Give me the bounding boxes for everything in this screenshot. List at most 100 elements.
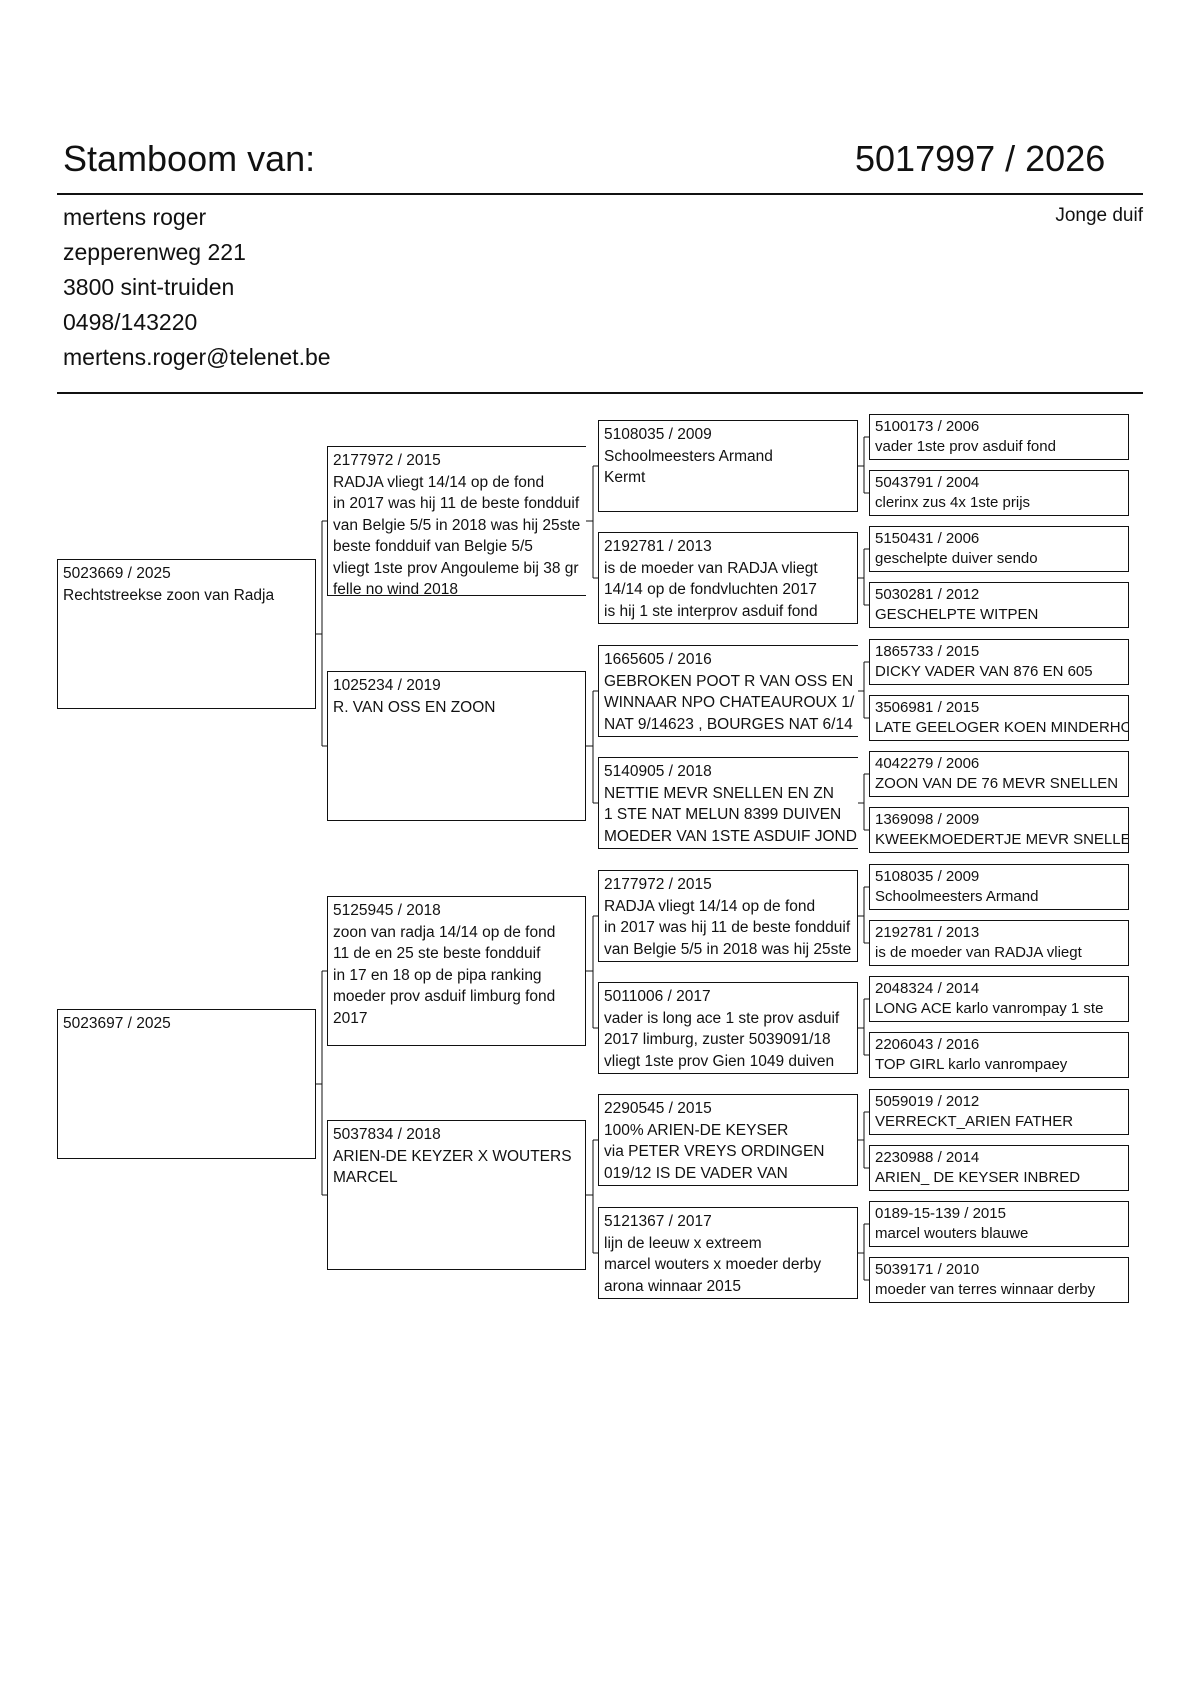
page-title: Stamboom van: (63, 138, 316, 179)
pedigree-box-gen3-2: 2192781 / 2013 is de moeder van RADJA vli… (598, 532, 858, 624)
ring-id: 3506981 / 2015 (875, 699, 980, 716)
pedigree-note: Schoolmeesters Armand (604, 447, 773, 465)
pedigree-note: RADJA vliegt 14/14 op de fond (333, 473, 545, 491)
ring-id: 2177972 / 2015 (333, 452, 441, 469)
ring-id: 4042279 / 2006 (875, 755, 980, 772)
pedigree-note: beste fondduif van Belgie 5/5 (333, 538, 533, 555)
owner-divider (57, 392, 1143, 394)
ring-id: 5108035 / 2009 (875, 868, 980, 885)
pedigree-note: in 2017 was hij 11 de beste fondduif (604, 919, 851, 936)
pedigree-note: vader is long ace 1 ste prov asduif (604, 1009, 840, 1027)
ring-id: 2192781 / 2013 (875, 924, 980, 941)
pedigree-box-gen3-7: 2290545 / 2015 100% ARIEN-DE KEYSER via PE… (598, 1094, 858, 1186)
ring-id: 2177972 / 2015 (604, 876, 712, 893)
ring-id: 1665605 / 2016 (604, 651, 712, 668)
pedigree-note: 14/14 op de fondvluchten 2017 (604, 581, 817, 598)
owner-phone: 0498/143220 (63, 309, 198, 335)
pedigree-note: Rechtstreekse zoon van Radja (63, 586, 275, 604)
pedigree-note: via PETER VREYS ORDINGEN (604, 1143, 825, 1160)
ring-id: 5023669 / 2025 (63, 565, 171, 582)
pedigree-note: NETTIE MEVR SNELLEN EN ZN (604, 784, 834, 802)
pedigree-note: GESCHELPTE WITPEN (875, 606, 1039, 623)
ring-id: 5150431 / 2006 (875, 530, 980, 547)
pedigree-note: van Belgie 5/5 in 2018 was hij 25ste (604, 940, 852, 958)
pedigree-note: felle no wind 2018 (333, 581, 458, 596)
pedigree-note: marcel wouters blauwe (875, 1225, 1029, 1242)
status-label: Jonge duif (1055, 205, 1143, 226)
pedigree-note: MARCEL (333, 1169, 398, 1186)
ring-id: 2290545 / 2015 (604, 1100, 712, 1117)
pedigree-note: VERRECKT_ARIEN FATHER (875, 1113, 1074, 1130)
ring-id: 1025234 / 2019 (333, 677, 441, 694)
pedigree-note: marcel wouters x moeder derby (604, 1256, 822, 1273)
pedigree-box-gen1-2: 5023697 / 2025 (57, 1009, 316, 1159)
pedigree-note: vliegt 1ste prov Angouleme bij 38 gr (333, 559, 579, 577)
pedigree-box-gen4-10: 2192781 / 2013 is de moeder van RADJA vli… (869, 920, 1129, 966)
pedigree-note: is hij 1 ste interprov asduif fond (604, 602, 818, 620)
pedigree-note: arona winnaar 2015 (604, 1277, 742, 1295)
pedigree-note: 2017 (333, 1009, 368, 1027)
pedigree-box-gen4-3: 5150431 / 2006 geschelpte duiver sendo (869, 526, 1129, 572)
ring-id: 2048324 / 2014 (875, 980, 980, 997)
pedigree-note: WINNAAR NPO CHATEAUROUX 1/ (604, 694, 855, 711)
pedigree-note: ZOON VAN DE 76 MEVR SNELLEN (875, 775, 1119, 792)
ring-id: 5140905 / 2018 (604, 763, 712, 780)
pedigree-note: vader 1ste prov asduif fond (875, 438, 1056, 455)
pedigree-note: NAT 9/14623 , BOURGES NAT 6/14 (604, 715, 853, 733)
owner-city: 3800 sint-truiden (63, 274, 235, 300)
pedigree-note: ARIEN-DE KEYZER X WOUTERS (333, 1147, 572, 1165)
pedigree-note: DICKY VADER VAN 876 EN 605 (875, 663, 1093, 680)
pedigree-note: 11 de en 25 ste beste fondduif (333, 945, 541, 962)
pedigree-note: 100% ARIEN-DE KEYSER (604, 1121, 789, 1139)
header-divider (57, 193, 1143, 195)
pedigree-note: LATE GEELOGER KOEN MINDERHO (875, 719, 1129, 736)
pedigree-note: 1 STE NAT MELUN 8399 DUIVEN (604, 806, 842, 823)
pedigree-note: van Belgie 5/5 in 2018 was hij 25ste (333, 516, 581, 534)
pedigree-note: TOP GIRL karlo vanrompaey (875, 1056, 1068, 1073)
pedigree-note: is de moeder van RADJA vliegt (604, 559, 818, 577)
pedigree-note: ARIEN_ DE KEYSER INBRED (875, 1169, 1081, 1186)
pedigree-note: 2017 limburg, zuster 5039091/18 (604, 1031, 831, 1048)
pedigree-note: KWEEKMOEDERTJE MEVR SNELLE (875, 831, 1129, 848)
ring-id: 5011006 / 2017 (604, 988, 711, 1005)
pedigree-note: zoon van radja 14/14 op de fond (333, 923, 556, 941)
pedigree-note: geschelpte duiver sendo (875, 550, 1038, 567)
ring-id: 5121367 / 2017 (604, 1213, 712, 1230)
pedigree-note: Schoolmeesters Armand (875, 888, 1039, 905)
pedigree-note: is de moeder van RADJA vliegt (875, 944, 1082, 961)
pedigree-note: in 17 en 18 op de pipa ranking (333, 966, 542, 984)
ring-id: 5043791 / 2004 (875, 474, 980, 491)
owner-details: mertens roger zepperenweg 221 3800 sint-… (63, 200, 331, 375)
pedigree-note: moeder van terres winnaar derby (875, 1281, 1096, 1298)
ring-id: 5023697 / 2025 (63, 1015, 171, 1032)
pedigree-note: 019/12 IS DE VADER VAN (604, 1164, 788, 1182)
pedigree-note: LONG ACE karlo vanrompay 1 ste (875, 1000, 1104, 1017)
pedigree-note: in 2017 was hij 11 de beste fondduif (333, 495, 580, 512)
ring-id: 2192781 / 2013 (604, 538, 712, 555)
pedigree-box-gen2-2: 1025234 / 2019 R. VAN OSS EN ZOON (327, 671, 586, 821)
ring-id: 5100173 / 2006 (875, 418, 980, 435)
ring-id: 1865733 / 2015 (875, 643, 980, 660)
ring-id: 5108035 / 2009 (604, 426, 712, 443)
ring-id: 5037834 / 2018 (333, 1126, 441, 1143)
owner-street: zepperenweg 221 (63, 239, 246, 265)
pedigree-box-gen3-6: 5011006 / 2017 vader is long ace 1 ste pr… (598, 982, 858, 1074)
ring-id: 5059019 / 2012 (875, 1093, 980, 1110)
pedigree-note: R. VAN OSS EN ZOON (333, 698, 496, 716)
